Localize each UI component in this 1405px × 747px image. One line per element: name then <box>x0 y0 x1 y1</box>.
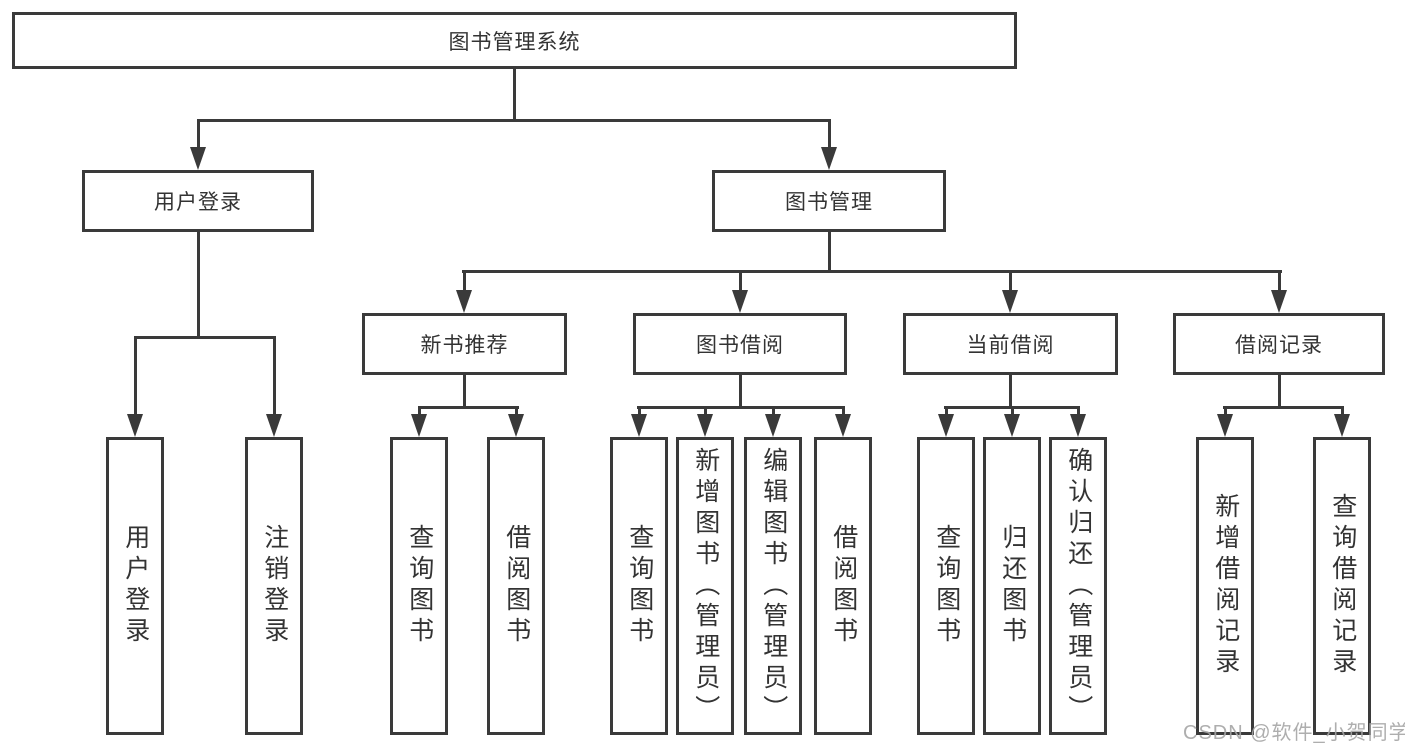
arrowhead-down-icon <box>127 414 143 437</box>
node-borrow-records: 借阅记录 <box>1173 313 1385 375</box>
leaf-records-query: 查询借阅记录 <box>1313 437 1371 735</box>
node-root-label: 图书管理系统 <box>448 30 581 54</box>
edge-line <box>197 119 831 122</box>
leaf-user-login: 用户登录 <box>106 437 164 735</box>
edge-line <box>513 69 516 120</box>
node-book-management-label: 图书管理 <box>785 191 873 214</box>
arrowhead-down-icon <box>1004 414 1020 437</box>
leaf-current-confirm-return: 确认归还（管理员） <box>1049 437 1107 735</box>
arrowhead-down-icon <box>765 414 781 437</box>
edge-line <box>197 119 200 149</box>
edge-line <box>418 406 421 417</box>
leaf-newbook-query-label: 查询图书 <box>405 524 434 648</box>
edge-line <box>828 231 831 272</box>
leaf-logout: 注销登录 <box>245 437 303 735</box>
leaf-borrow-borrow: 借阅图书 <box>814 437 872 735</box>
node-new-book-recommend-label: 新书推荐 <box>420 334 509 357</box>
leaf-newbook-query: 查询图书 <box>390 437 448 735</box>
edge-line <box>1009 270 1012 293</box>
edge-line <box>945 406 948 417</box>
node-book-borrow-label: 图书借阅 <box>696 334 784 357</box>
edge-line <box>637 406 845 409</box>
edge-line <box>197 231 200 338</box>
node-book-borrow: 图书借阅 <box>633 313 847 375</box>
leaf-borrow-edit: 编辑图书（管理员） <box>744 437 802 735</box>
edge-line <box>828 119 831 149</box>
arrowhead-down-icon <box>508 414 524 437</box>
arrowhead-down-icon <box>697 414 713 437</box>
edge-line <box>1341 406 1344 417</box>
node-borrow-records-label: 借阅记录 <box>1235 334 1323 357</box>
leaf-current-return-label: 归还图书 <box>998 524 1027 648</box>
arrowhead-down-icon <box>1070 414 1086 437</box>
edge-line <box>739 270 742 293</box>
leaf-borrow-edit-label: 编辑图书（管理员） <box>759 446 788 726</box>
leaf-user-login-label: 用户登录 <box>121 524 150 648</box>
arrowhead-down-icon <box>266 414 282 437</box>
edge-line <box>134 336 276 339</box>
node-user-login-label: 用户登录 <box>154 191 242 214</box>
arrowhead-down-icon <box>1334 414 1350 437</box>
arrowhead-down-icon <box>835 414 851 437</box>
edge-line <box>772 406 775 417</box>
arrowhead-down-icon <box>821 147 837 170</box>
leaf-borrow-add-label: 新增图书（管理员） <box>691 446 720 726</box>
node-book-management: 图书管理 <box>712 170 946 232</box>
edge-line <box>1278 373 1281 408</box>
leaf-borrow-borrow-label: 借阅图书 <box>829 524 858 648</box>
leaf-logout-label: 注销登录 <box>260 524 289 648</box>
leaf-records-add: 新增借阅记录 <box>1196 437 1254 735</box>
csdn-watermark: CSDN @软件_小贺同学 <box>1183 722 1405 744</box>
node-user-login: 用户登录 <box>82 170 314 232</box>
arrowhead-down-icon <box>456 290 472 313</box>
edge-line <box>1278 270 1281 293</box>
node-new-book-recommend: 新书推荐 <box>362 313 567 375</box>
node-current-borrow: 当前借阅 <box>903 313 1118 375</box>
edge-line <box>515 406 518 417</box>
edge-line <box>842 406 845 417</box>
edge-line <box>463 270 466 293</box>
arrowhead-down-icon <box>1271 290 1287 313</box>
edge-line <box>704 406 707 417</box>
edge-line <box>638 406 641 417</box>
leaf-current-return: 归还图书 <box>983 437 1041 735</box>
leaf-current-query-label: 查询图书 <box>932 524 961 648</box>
arrowhead-down-icon <box>732 290 748 313</box>
leaf-borrow-query: 查询图书 <box>610 437 668 735</box>
edge-line <box>463 373 466 408</box>
leaf-records-query-label: 查询借阅记录 <box>1328 493 1357 679</box>
leaf-current-query: 查询图书 <box>917 437 975 735</box>
leaf-newbook-borrow: 借阅图书 <box>487 437 545 735</box>
leaf-newbook-borrow-label: 借阅图书 <box>502 524 531 648</box>
node-root: 图书管理系统 <box>12 12 1017 69</box>
edge-line <box>739 373 742 408</box>
edge-line <box>134 336 137 417</box>
leaf-borrow-query-label: 查询图书 <box>625 524 654 648</box>
arrowhead-down-icon <box>631 414 647 437</box>
leaf-records-add-label: 新增借阅记录 <box>1211 493 1240 679</box>
edge-line <box>1077 406 1080 417</box>
edge-line <box>1223 406 1344 409</box>
arrowhead-down-icon <box>1002 290 1018 313</box>
arrowhead-down-icon <box>1217 414 1233 437</box>
edge-line <box>273 336 276 417</box>
edge-line <box>462 270 1282 273</box>
arrowhead-down-icon <box>938 414 954 437</box>
edge-line <box>1224 406 1227 417</box>
arrowhead-down-icon <box>190 147 206 170</box>
leaf-current-confirm-return-label: 确认归还（管理员） <box>1064 446 1093 726</box>
leaf-borrow-add: 新增图书（管理员） <box>676 437 734 735</box>
arrowhead-down-icon <box>411 414 427 437</box>
node-current-borrow-label: 当前借阅 <box>966 334 1055 357</box>
edge-line <box>418 406 519 409</box>
edge-line <box>1011 406 1014 417</box>
edge-line <box>1009 373 1012 408</box>
